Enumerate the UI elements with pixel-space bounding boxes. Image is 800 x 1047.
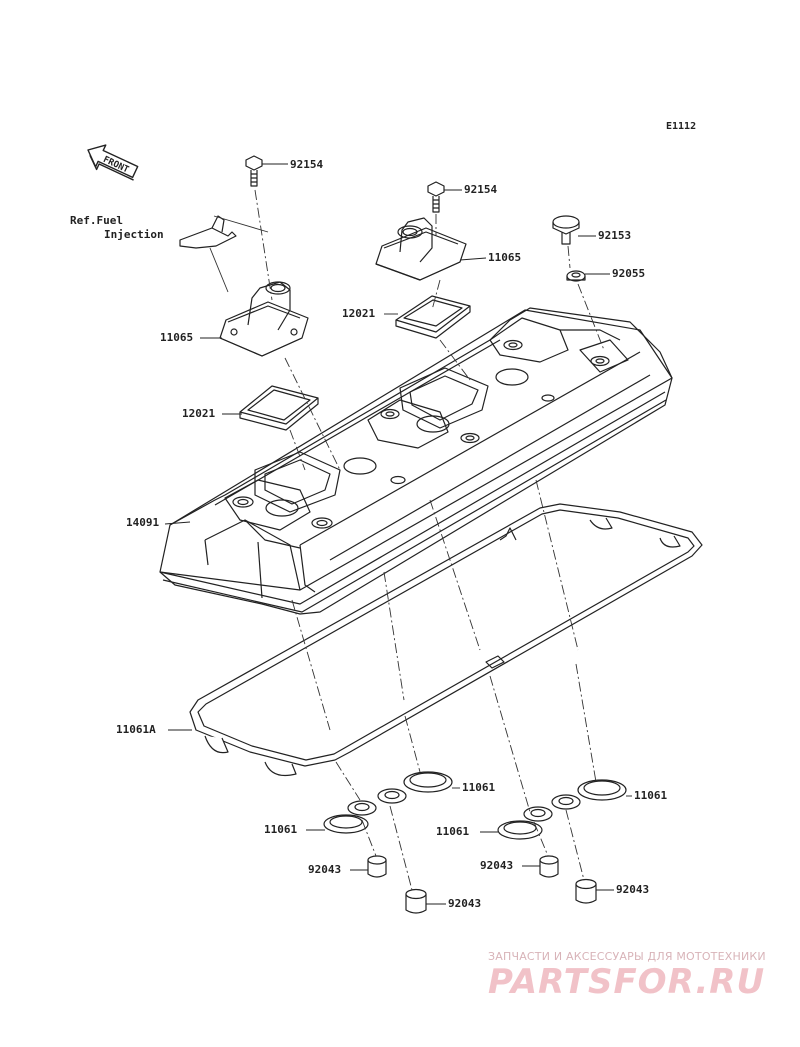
label-head-cover: 14091 [126, 516, 160, 529]
bracket-leader-lines [209, 215, 269, 293]
front-arrow-icon: FRONT [87, 144, 139, 181]
label-cover-gasket: 11061A [116, 723, 156, 736]
label-leaders [164, 163, 632, 905]
watermark-logo: PARTSFOR.RU [488, 962, 766, 1002]
ref-note-line2: Injection [104, 228, 164, 241]
bolt-92154-right [427, 181, 445, 213]
cover-gasket-11061A [189, 503, 703, 777]
label-plug-gasket-4: 11061 [436, 825, 470, 838]
label-cap-left: 11065 [160, 331, 194, 344]
label-bolt-b: 92154 [464, 183, 498, 196]
diagram-code: E1112 [666, 121, 697, 132]
ref-note: Ref.Fuel Injection [70, 214, 164, 242]
label-collar-2: 92043 [448, 897, 482, 910]
head-cover-14091 [159, 307, 673, 615]
fuel-injection-bracket [179, 215, 237, 249]
label-collar-4: 92043 [616, 883, 650, 896]
label-washer: 92055 [612, 267, 646, 280]
collar-92043-4 [575, 878, 597, 904]
label-plug-gasket-2: 11061 [264, 823, 298, 836]
collar-92043-1 [367, 855, 387, 878]
label-bolt-a: 92154 [290, 158, 324, 171]
plug-gasket-set-left [323, 771, 453, 834]
collar-92043-2 [405, 888, 427, 914]
label-gasket-plate-left: 12021 [182, 407, 216, 420]
gasket-plate-left-12021 [239, 385, 319, 431]
collar-92043-3 [539, 855, 559, 878]
assembly-lines [254, 189, 605, 891]
bolt-92153 [552, 215, 580, 245]
bolt-92154-left [245, 155, 263, 187]
cap-right-11065 [375, 217, 467, 281]
plug-gasket-set-right [497, 779, 627, 840]
gasket-plate-right-12021 [395, 295, 471, 339]
watermark-tagline: ЗАПЧАСТИ И АКСЕССУАРЫ ДЛЯ МОТОТЕХНИКИ [488, 950, 766, 963]
label-plug-gasket-3: 11061 [634, 789, 668, 802]
label-bolt-c: 92153 [598, 229, 632, 242]
cap-left-11065 [219, 281, 309, 357]
label-cap-right: 11065 [488, 251, 522, 264]
label-collar-1: 92043 [308, 863, 342, 876]
ref-note-line1: Ref.Fuel [70, 214, 123, 227]
label-collar-3: 92043 [480, 859, 514, 872]
label-gasket-plate-right: 12021 [342, 307, 376, 320]
label-plug-gasket-1: 11061 [462, 781, 496, 794]
washer-92055 [566, 270, 586, 282]
